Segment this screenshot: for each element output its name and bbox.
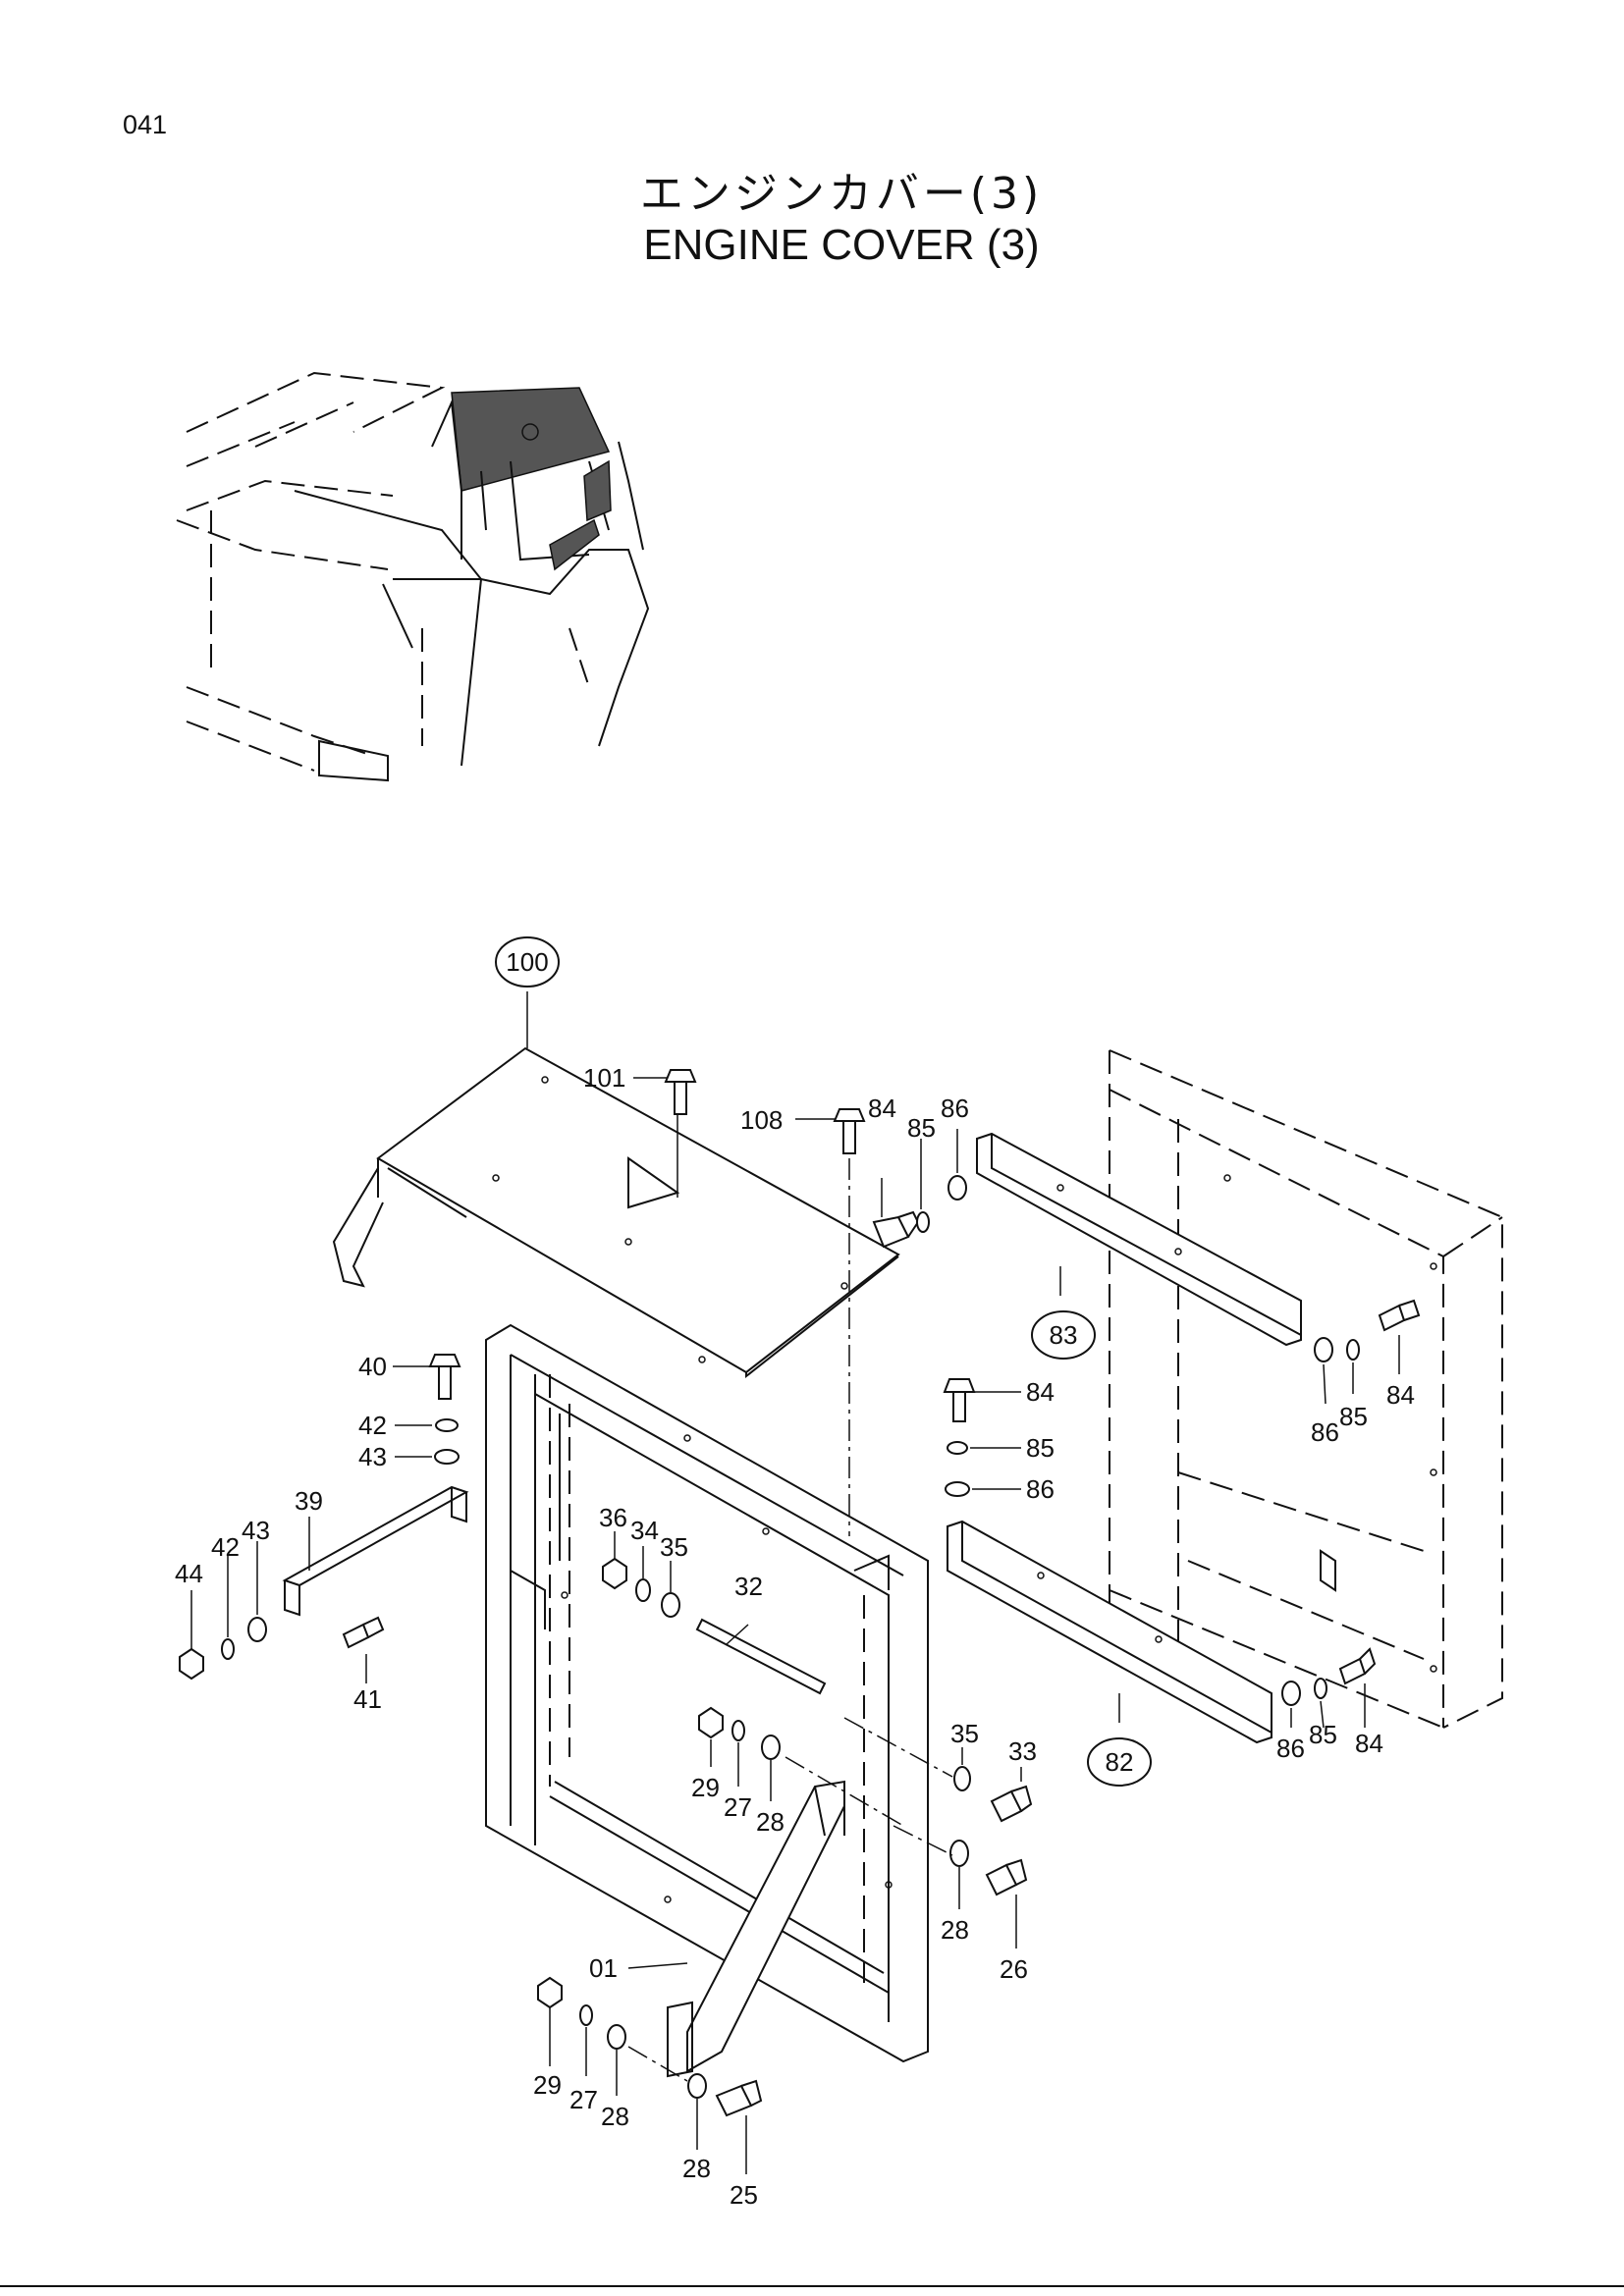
- nut-36: [602, 1557, 627, 1590]
- washer-35-right: [953, 1766, 971, 1791]
- spring-washer-34: [635, 1578, 651, 1602]
- label-41: 41: [353, 1684, 382, 1714]
- label-84-top: 84: [868, 1094, 896, 1123]
- bolt-26: [985, 1858, 1028, 1896]
- label-35-right: 35: [950, 1719, 979, 1748]
- label-01: 01: [589, 1953, 618, 1983]
- nut-29-upper: [698, 1706, 724, 1739]
- callout-circle-82: [1087, 1737, 1152, 1787]
- bolt-33: [990, 1785, 1033, 1823]
- label-26: 26: [1000, 1954, 1028, 1984]
- washer-43-left: [247, 1617, 267, 1642]
- title-english: ENGINE COVER (3): [643, 221, 1040, 269]
- machine-overview-sketch: [176, 371, 650, 782]
- washer-28-upper: [761, 1735, 781, 1760]
- spring-washer-27-lower: [579, 2004, 593, 2026]
- title-japanese: エンジンカバー(3): [639, 169, 1044, 219]
- nut-29-lower: [537, 1976, 563, 2009]
- label-84-upper-right: 84: [1386, 1380, 1415, 1410]
- label-82: 82: [1106, 1747, 1134, 1777]
- bolt-84-middle: [943, 1378, 976, 1422]
- label-85-middle: 85: [1026, 1433, 1055, 1463]
- bolt-41: [342, 1616, 385, 1649]
- label-40: 40: [358, 1352, 387, 1381]
- washer-28-right: [949, 1840, 969, 1867]
- bolt-84-upper-right: [1378, 1299, 1421, 1332]
- washer-86-top: [947, 1175, 967, 1201]
- label-27-upper: 27: [724, 1792, 752, 1822]
- label-28-right: 28: [941, 1915, 969, 1945]
- spring-washer-85-top: [916, 1211, 930, 1233]
- label-39: 39: [295, 1486, 323, 1516]
- main-frame: [485, 1323, 929, 2063]
- right-box-frame: [1109, 1049, 1503, 1729]
- label-101: 101: [583, 1063, 625, 1093]
- label-86-middle: 86: [1026, 1474, 1055, 1504]
- label-85-upper-right: 85: [1339, 1402, 1368, 1431]
- label-86-lower-right: 86: [1276, 1734, 1305, 1763]
- washer-86-upper-right: [1314, 1337, 1333, 1362]
- label-100: 100: [506, 947, 548, 977]
- washer-86-lower-right: [1281, 1681, 1301, 1706]
- label-42-left: 42: [211, 1532, 240, 1562]
- label-28-upper: 28: [756, 1807, 785, 1837]
- label-29-upper: 29: [691, 1773, 720, 1802]
- washer-28-bottom: [687, 2073, 707, 2099]
- label-29-lower: 29: [533, 2070, 562, 2100]
- bolt-40: [428, 1354, 461, 1400]
- top-cover-plate: [332, 1021, 900, 1379]
- bottom-rule: [0, 2285, 1624, 2287]
- bracket-83: [976, 1132, 1302, 1347]
- bolt-25: [715, 2079, 763, 2117]
- label-28-lower: 28: [601, 2102, 629, 2131]
- bolt-101: [664, 1069, 697, 1115]
- label-33: 33: [1008, 1736, 1037, 1766]
- washer-35: [661, 1592, 680, 1618]
- callout-circle-83: [1031, 1310, 1096, 1360]
- washer-28-lower: [607, 2024, 626, 2050]
- label-43: 43: [358, 1442, 387, 1471]
- spring-washer-85-lower-right: [1314, 1678, 1327, 1699]
- label-83: 83: [1050, 1320, 1078, 1350]
- label-84-lower-right: 84: [1355, 1729, 1383, 1758]
- spring-washer-42-left: [221, 1638, 235, 1660]
- bracket-82: [947, 1520, 1272, 1744]
- washer-86-middle: [945, 1481, 970, 1497]
- spring-washer-27-upper: [731, 1720, 745, 1741]
- label-42: 42: [358, 1411, 387, 1440]
- label-36: 36: [599, 1503, 627, 1532]
- label-25: 25: [730, 2180, 758, 2210]
- leader-lines: [190, 991, 1400, 2174]
- label-86-upper-right: 86: [1311, 1417, 1339, 1447]
- callout-labels: 100 101 108 84 85 86 83 86 85 84 84 85 8…: [175, 947, 1415, 2210]
- label-86-top: 86: [941, 1094, 969, 1123]
- bolt-84-top: [872, 1210, 920, 1249]
- bracket-39: [282, 1485, 469, 1617]
- spring-washer-85-upper-right: [1346, 1339, 1360, 1361]
- label-108: 108: [740, 1105, 783, 1135]
- nut-44: [179, 1647, 204, 1681]
- callout-circle-100: [495, 936, 560, 988]
- label-35: 35: [660, 1532, 688, 1562]
- label-32: 32: [734, 1572, 763, 1601]
- spring-washer-42: [435, 1418, 459, 1432]
- label-44: 44: [175, 1559, 203, 1588]
- page-number: 041: [123, 110, 168, 139]
- washer-43: [434, 1449, 460, 1465]
- label-34: 34: [630, 1516, 659, 1545]
- bolt-108: [833, 1108, 866, 1154]
- title-block: エンジンカバー(3) ENGINE COVER (3): [0, 169, 1624, 271]
- label-85-lower-right: 85: [1309, 1720, 1337, 1749]
- label-43-left: 43: [242, 1516, 270, 1545]
- stay-32: [695, 1618, 827, 1695]
- label-85-top: 85: [907, 1113, 936, 1143]
- label-28-bottom: 28: [682, 2154, 711, 2183]
- bolt-84-lower-right: [1338, 1647, 1377, 1685]
- label-27-lower: 27: [569, 2085, 598, 2114]
- label-84-middle: 84: [1026, 1377, 1055, 1407]
- stay-01: [667, 1780, 845, 2078]
- spring-washer-85-middle: [947, 1441, 968, 1455]
